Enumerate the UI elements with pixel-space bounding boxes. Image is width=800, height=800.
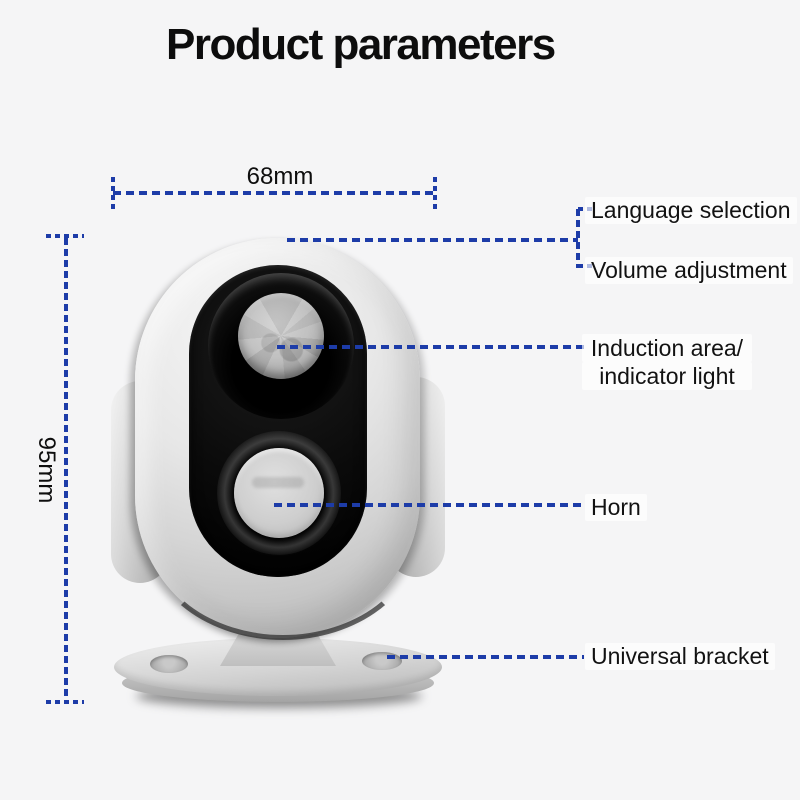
page-title: Product parameters — [166, 20, 556, 69]
callout-label-language-selection: Language selection — [585, 197, 797, 224]
leader-line-universal-bracket — [387, 655, 584, 659]
callout-label-volume-adjustment: Volume adjustment — [585, 257, 793, 284]
leader-line-horn — [274, 503, 584, 507]
induction-area-line1: Induction area/ — [582, 334, 752, 362]
callout-label-induction-area: Induction area/ indicator light — [582, 334, 752, 390]
width-dimension-tick-left — [111, 177, 115, 211]
pir-sensor-dome — [238, 293, 324, 379]
width-dimension-label: 68mm — [246, 163, 314, 190]
height-dimension-line — [64, 238, 68, 702]
speaker — [234, 448, 324, 538]
speaker-print — [252, 477, 304, 488]
callout-label-universal-bracket: Universal bracket — [585, 643, 775, 670]
induction-area-line2: indicator light — [582, 362, 752, 390]
body-seam-groove — [146, 430, 420, 640]
width-dimension-line — [113, 191, 435, 195]
height-dimension-label: 95mm — [33, 436, 60, 504]
leader-line-induction-area — [277, 345, 584, 349]
width-dimension-tick-right — [433, 177, 437, 211]
height-dimension-tick-bottom — [46, 700, 84, 704]
screw-hole-left — [150, 655, 188, 673]
callout-label-horn: Horn — [585, 494, 647, 521]
leader-line-top-buttons — [287, 238, 578, 242]
callout-bracket-line — [576, 209, 580, 268]
height-dimension-tick-top — [46, 234, 84, 238]
